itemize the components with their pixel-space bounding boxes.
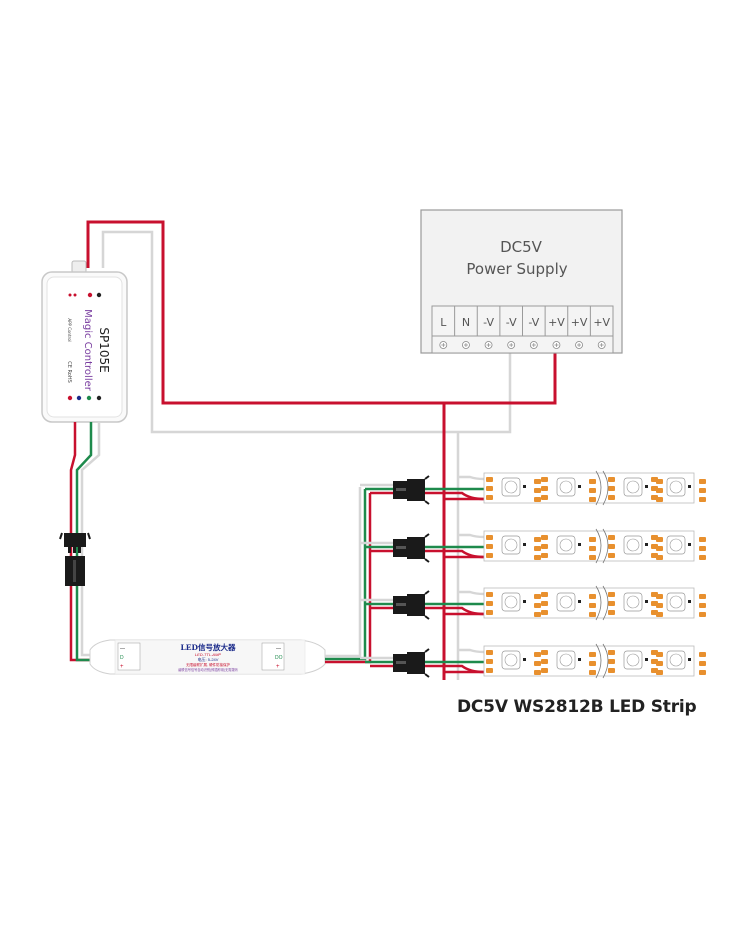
- led-chip-icon: [666, 477, 686, 497]
- terminal-label: +V: [593, 316, 610, 329]
- controller-app-label: APP Control: [67, 318, 72, 341]
- terminal-label: +V: [548, 316, 565, 329]
- signal-wires: [69, 422, 101, 662]
- amp-desc2: 级联信号信号自动识别(即插即用)无需拨码: [178, 667, 238, 672]
- led-chip-icon: [556, 592, 576, 612]
- amp-title: LED信号放大器: [181, 642, 236, 652]
- led-chip-icon: [623, 592, 643, 612]
- led-strips: [483, 470, 706, 679]
- controller-brand: Magic Controller: [82, 309, 93, 392]
- output-wires: [325, 475, 485, 678]
- led-chip-icon: [666, 592, 686, 612]
- svg-text:D: D: [120, 655, 124, 661]
- led-strip: [483, 585, 706, 621]
- led-chip-icon: [556, 535, 576, 555]
- white-wire-ground: [101, 230, 512, 434]
- main-wires: [86, 220, 557, 680]
- svg-text:—: —: [276, 646, 281, 652]
- red-wire-positive: [86, 220, 557, 405]
- led-chip-icon: [666, 650, 686, 670]
- amp-desc1: 无限级联扩展, 硬件防接保护: [186, 662, 230, 667]
- jst-connector: [393, 533, 430, 563]
- amp-subtitle: LED-TTL-AMP: [195, 652, 222, 657]
- terminal-label: -V: [528, 316, 539, 329]
- led-chip-icon: [666, 535, 686, 555]
- jst-connector-left: [59, 532, 91, 586]
- led-chip-icon: [501, 650, 521, 670]
- led-chip-icon: [501, 592, 521, 612]
- jst-connector: [393, 590, 430, 620]
- sp105e-controller: SP105E Magic Controller APP Control CE R…: [41, 260, 128, 423]
- controller-cert: CE RoHS: [66, 361, 72, 382]
- psu-title-line2: Power Supply: [466, 260, 567, 278]
- terminal-label: -V: [483, 316, 494, 329]
- svg-text:DO: DO: [275, 655, 283, 661]
- jst-connector: [393, 475, 430, 505]
- controller-model: SP105E: [97, 327, 111, 372]
- amp-voltage: 电压: 5-24V: [198, 656, 219, 662]
- terminal-label: N: [462, 316, 470, 329]
- led-chip-icon: [556, 650, 576, 670]
- led-chip-icon: [623, 535, 643, 555]
- led-chip-icon: [556, 477, 576, 497]
- psu-title-line1: DC5V: [500, 238, 543, 256]
- svg-text:+: +: [276, 664, 280, 670]
- led-chip-icon: [623, 650, 643, 670]
- led-chip-icon: [501, 535, 521, 555]
- led-chip-icon: [623, 477, 643, 497]
- led-strip: [483, 643, 706, 679]
- svg-text:+: +: [120, 664, 124, 670]
- terminal-label: -V: [506, 316, 517, 329]
- signal-amplifier: LED信号放大器 LED-TTL-AMP 电压: 5-24V 无限级联扩展, 硬…: [89, 639, 326, 675]
- power-supply: DC5V Power Supply L N -V -V -V +V +V +V: [420, 209, 623, 354]
- svg-text:—: —: [120, 646, 125, 652]
- led-strip: [483, 470, 706, 506]
- led-strip-label: DC5V WS2812B LED Strip: [457, 697, 697, 717]
- jst-connector: [393, 648, 430, 678]
- led-chip-icon: [501, 477, 521, 497]
- led-strip: [483, 528, 706, 564]
- terminal-label: L: [440, 316, 447, 329]
- terminal-label: +V: [571, 316, 588, 329]
